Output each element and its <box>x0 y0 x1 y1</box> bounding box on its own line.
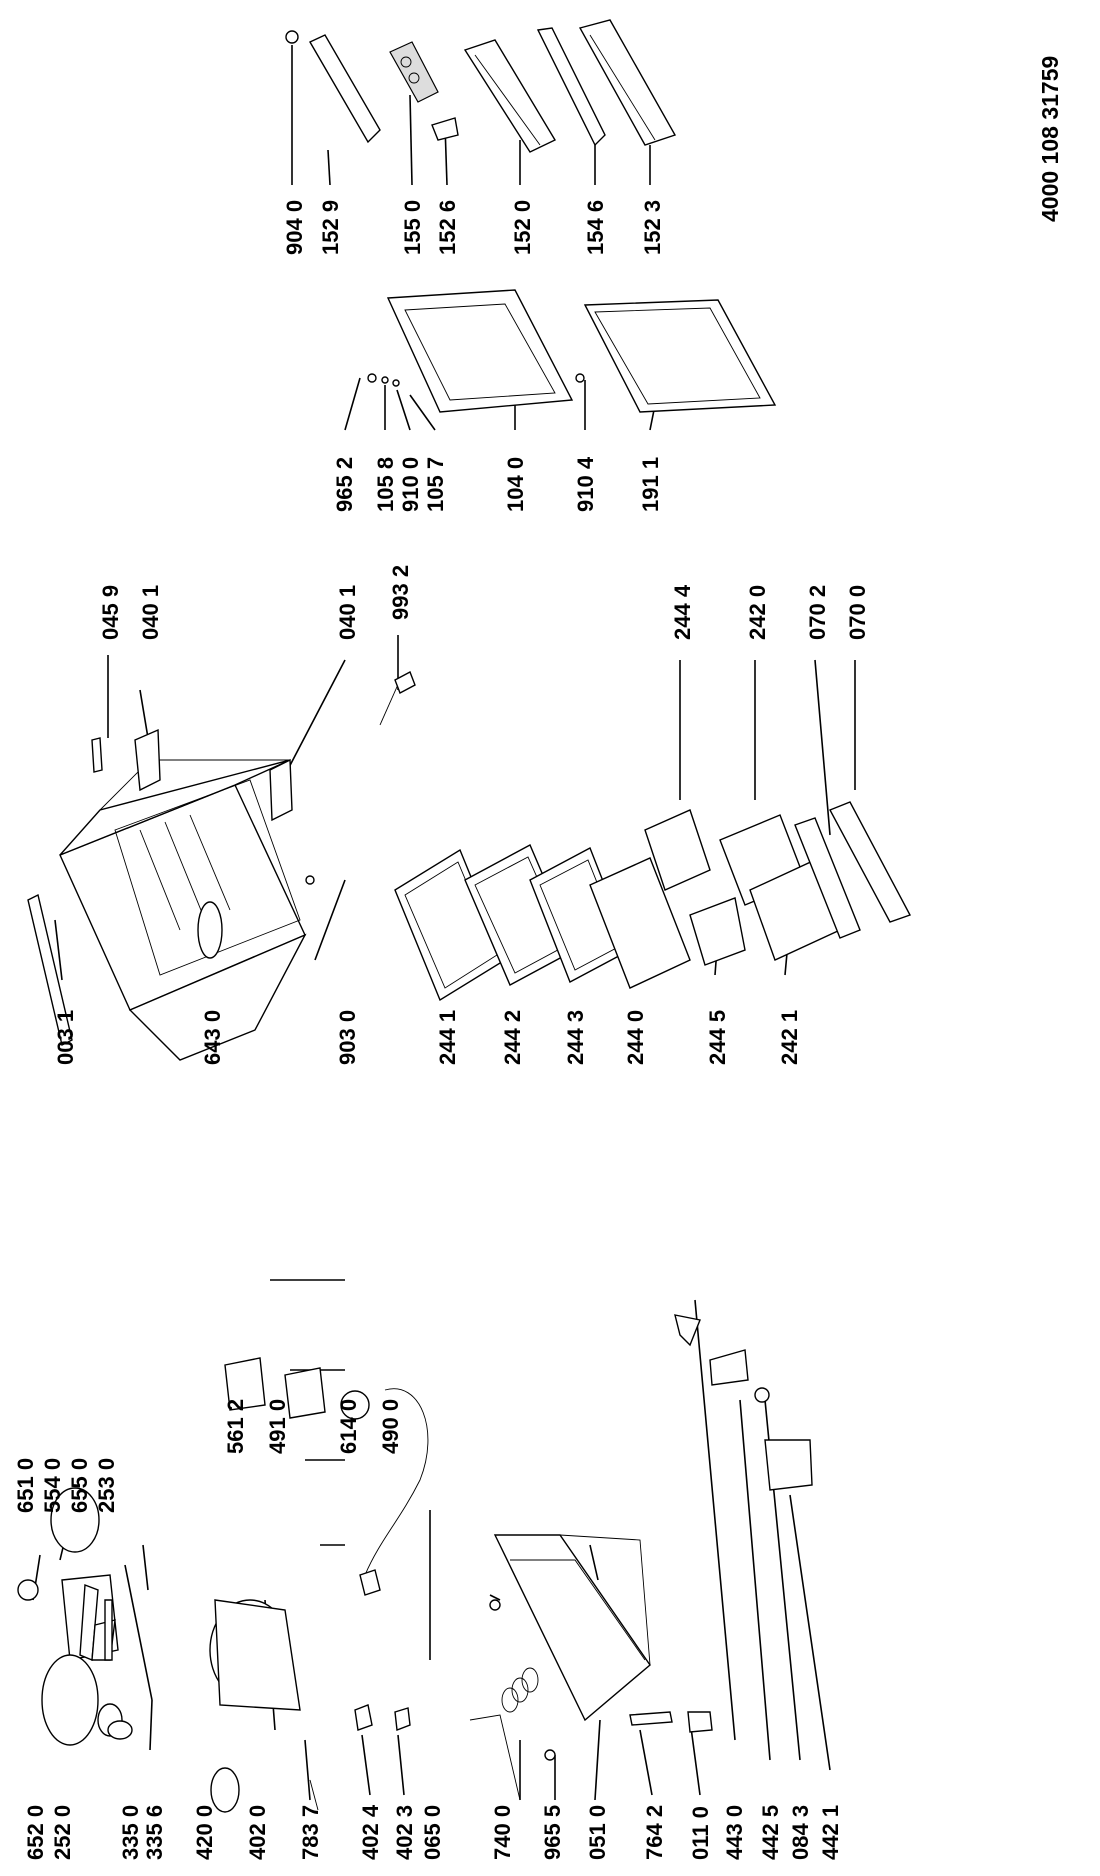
label-244-3: 244 3 <box>563 1010 588 1065</box>
label-442-5: 442 5 <box>758 1805 783 1860</box>
label-105-8: 105 8 <box>373 457 398 512</box>
label-783-7: 783 7 <box>298 1805 323 1860</box>
label-965-2: 965 2 <box>332 457 357 512</box>
label-003-1: 003 1 <box>53 1010 78 1065</box>
label-655-0: 655 0 <box>67 1458 92 1513</box>
label-490-0: 490 0 <box>378 1399 403 1454</box>
label-154-6: 154 6 <box>583 200 608 255</box>
label-740-0: 740 0 <box>490 1805 515 1860</box>
cabinet-parts <box>27 671 912 1061</box>
label-011-0: 011 0 <box>688 1806 713 1860</box>
door-parts <box>285 19 777 413</box>
label-993-2: 993 2 <box>388 565 413 620</box>
label-242-0: 242 0 <box>745 585 770 640</box>
label-965-5: 965 5 <box>540 1805 565 1860</box>
label-051-0: 051 0 <box>585 1805 610 1860</box>
label-643-0: 643 0 <box>200 1010 225 1065</box>
label-105-7: 105 7 <box>423 457 448 512</box>
label-040-1-lower: 040 1 <box>335 585 360 640</box>
label-910-0: 910 0 <box>398 457 423 512</box>
label-253-0: 253 0 <box>94 1458 119 1513</box>
label-904-0: 904 0 <box>282 200 307 255</box>
label-335-6: 335 6 <box>142 1805 167 1860</box>
label-244-2: 244 2 <box>500 1010 525 1065</box>
label-402-0: 402 0 <box>245 1805 270 1860</box>
label-652-0: 652 0 <box>23 1805 48 1860</box>
label-903-0: 903 0 <box>335 1010 360 1065</box>
machinery-parts <box>17 1314 813 1813</box>
label-402-4: 402 4 <box>358 1804 383 1860</box>
label-443-0: 443 0 <box>722 1805 747 1860</box>
label-244-5: 244 5 <box>705 1010 730 1065</box>
label-614-0: 614 0 <box>336 1399 361 1454</box>
label-442-1: 442 1 <box>818 1805 843 1860</box>
label-155-0: 155 0 <box>400 200 425 255</box>
label-651-0: 651 0 <box>13 1458 38 1513</box>
label-191-1: 191 1 <box>638 457 663 512</box>
label-045-9: 045 9 <box>98 585 123 640</box>
part-labels: 651 0 554 0 655 0 253 0 561 2 491 0 614 … <box>13 200 870 1860</box>
label-084-3: 084 3 <box>788 1805 813 1860</box>
label-070-2: 070 2 <box>805 585 830 640</box>
label-040-1-top: 040 1 <box>138 585 163 640</box>
label-491-0: 491 0 <box>265 1399 290 1454</box>
label-242-1: 242 1 <box>777 1010 802 1065</box>
label-244-0: 244 0 <box>623 1010 648 1065</box>
document-code: 4000 108 31759 <box>1037 56 1063 222</box>
label-252-0: 252 0 <box>50 1805 75 1860</box>
label-764-2: 764 2 <box>642 1805 667 1860</box>
label-561-2: 561 2 <box>223 1399 248 1454</box>
label-554-0: 554 0 <box>40 1458 65 1513</box>
label-065-0: 065 0 <box>420 1805 445 1860</box>
label-420-0: 420 0 <box>192 1805 217 1860</box>
label-335-0: 335 0 <box>118 1805 143 1860</box>
label-152-9: 152 9 <box>318 200 343 255</box>
label-402-3: 402 3 <box>392 1805 417 1860</box>
label-152-3: 152 3 <box>640 200 665 255</box>
label-244-1: 244 1 <box>435 1010 460 1065</box>
label-152-6: 152 6 <box>435 200 460 255</box>
label-152-0: 152 0 <box>510 200 535 255</box>
label-244-4: 244 4 <box>670 584 695 640</box>
label-070-0: 070 0 <box>845 585 870 640</box>
label-104-0: 104 0 <box>503 457 528 512</box>
label-910-4: 910 4 <box>573 456 598 512</box>
